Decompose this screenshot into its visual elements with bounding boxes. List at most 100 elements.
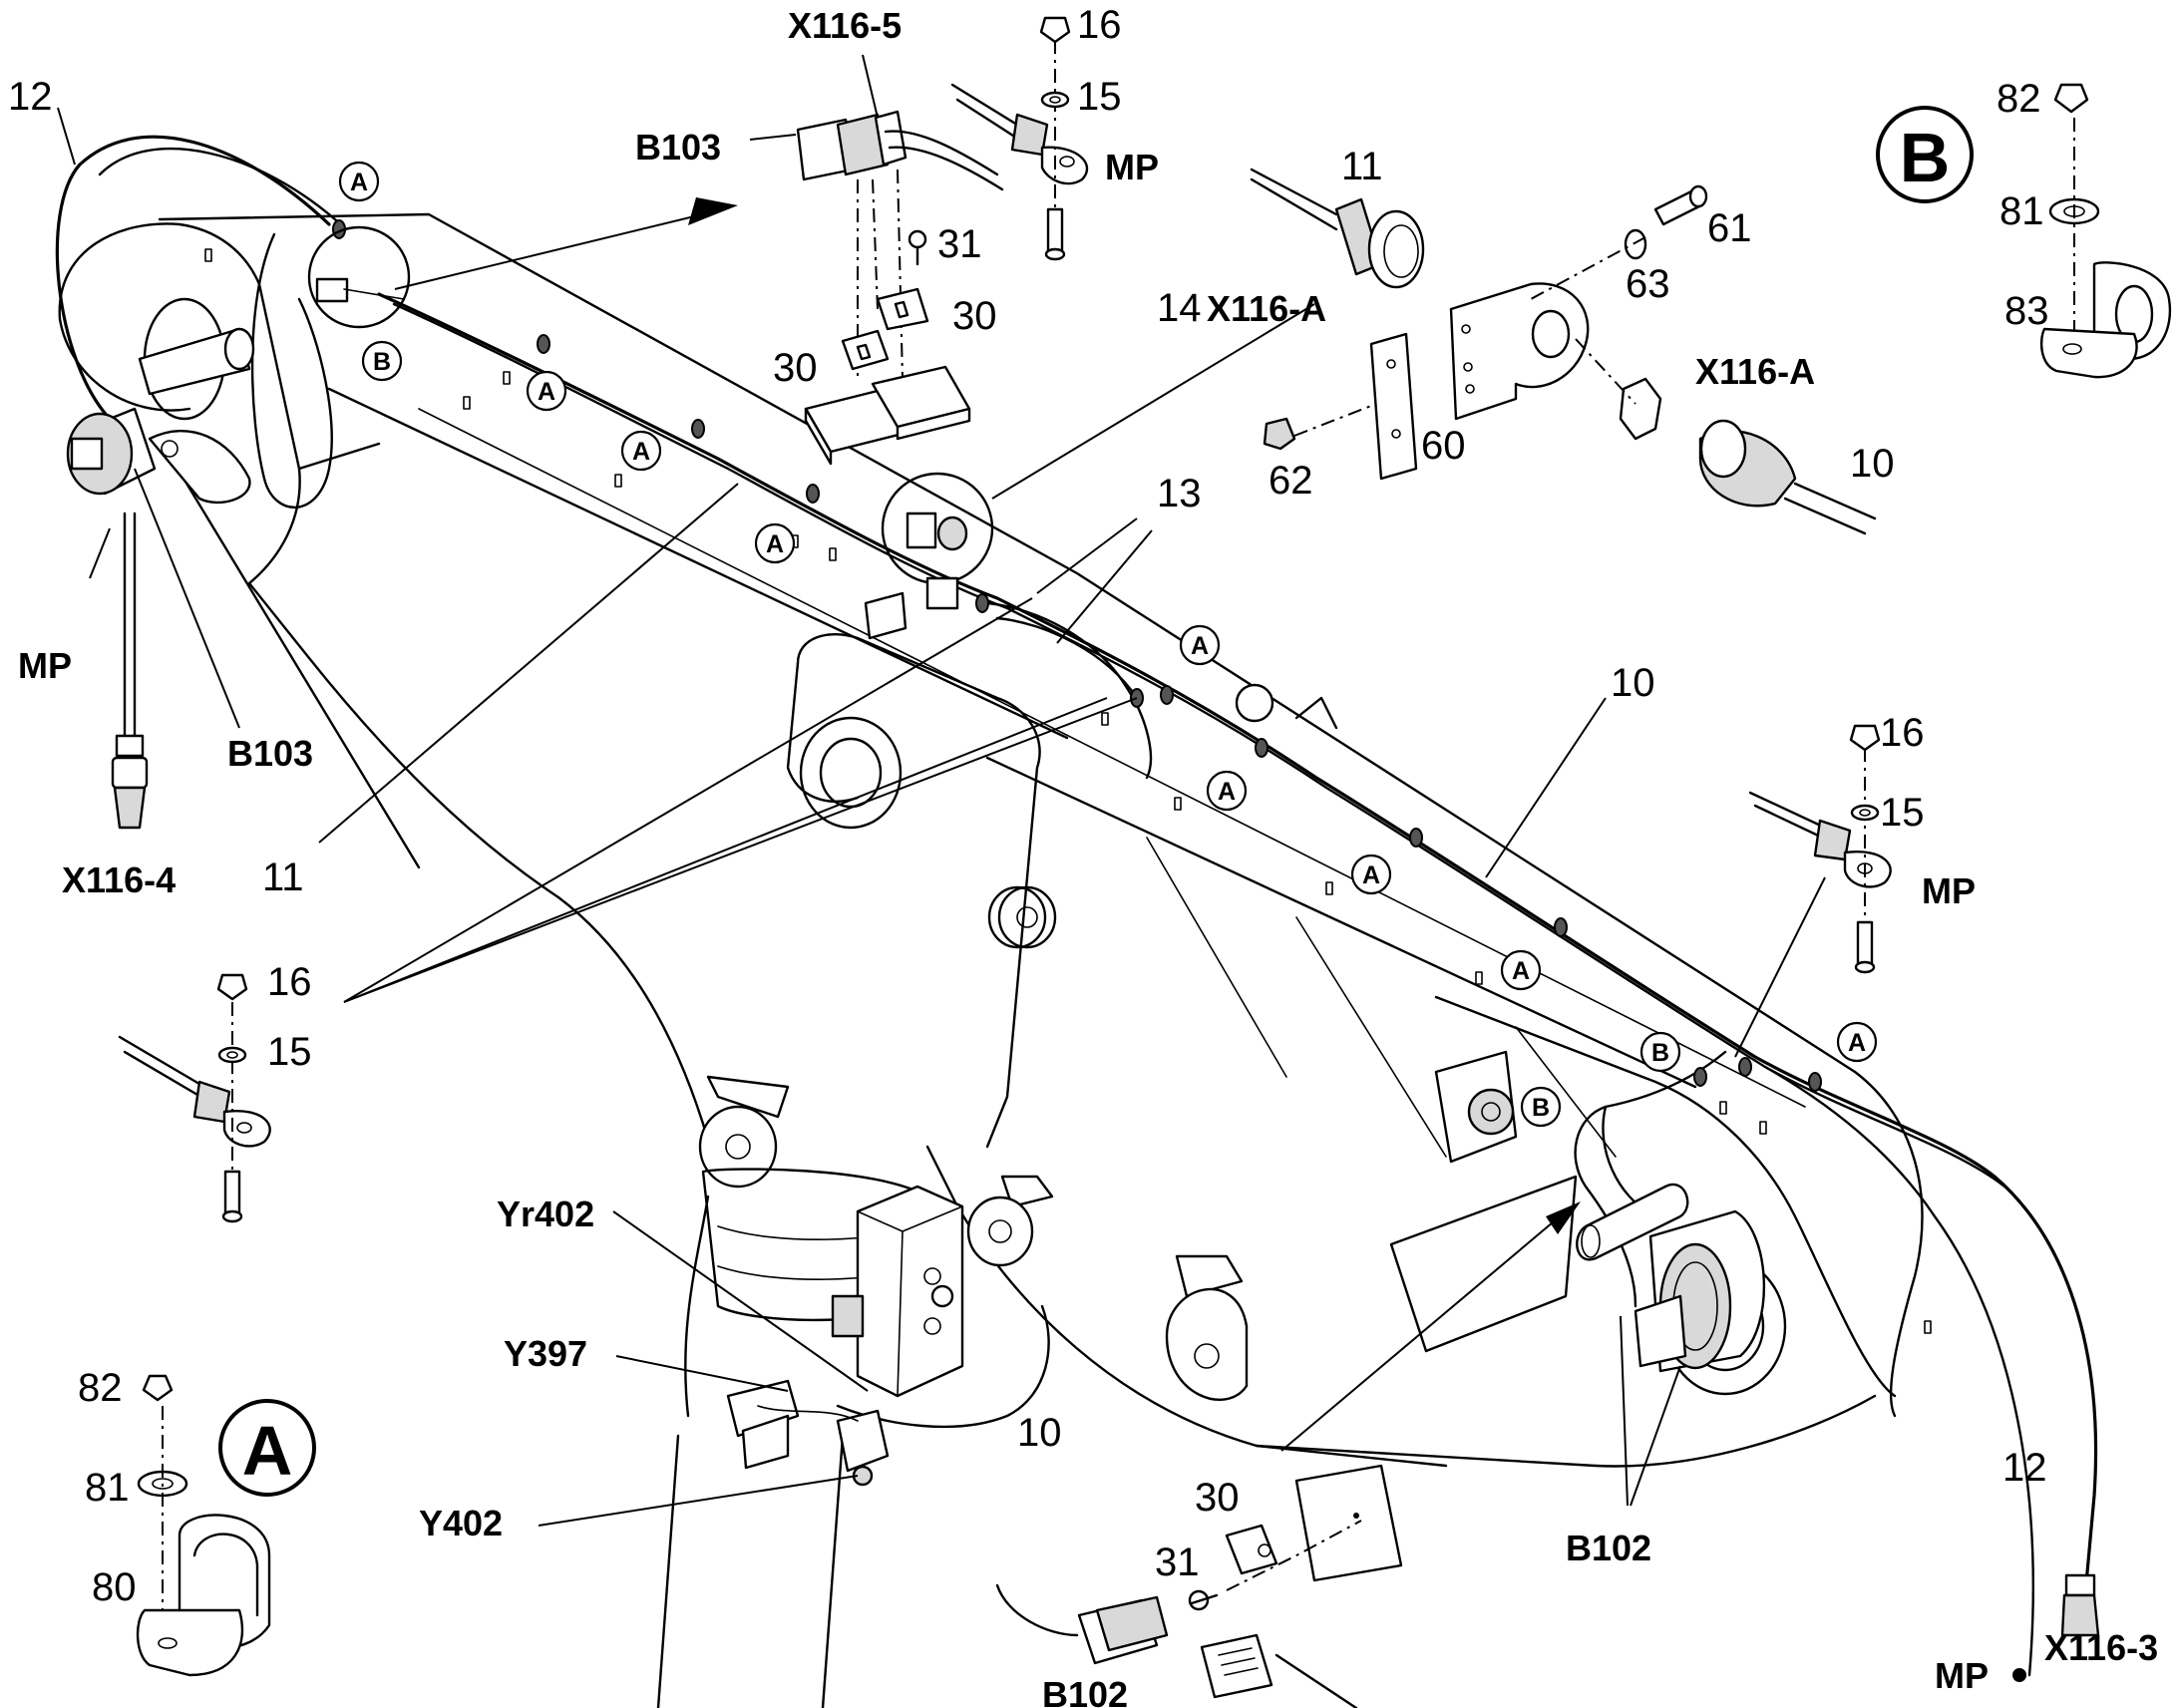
boom-lug-lower — [1165, 1254, 1249, 1401]
clamp-markers: A B A A A A A A A B A B — [338, 161, 1878, 1128]
detail-view-b-label: B — [1876, 106, 1974, 203]
label-62: 62 — [1269, 459, 1313, 503]
label-82-b: 82 — [1997, 77, 2041, 121]
svg-text:A: A — [1848, 1029, 1866, 1057]
svg-text:A: A — [242, 1412, 293, 1490]
washer-15-right — [1850, 804, 1880, 822]
arrow-to-harness-rod — [1546, 1201, 1581, 1234]
label-y402: Y402 — [419, 1503, 503, 1543]
screw-31-top — [908, 229, 927, 266]
label-b103-left: B103 — [227, 733, 313, 774]
svg-text:B: B — [1900, 119, 1951, 196]
svg-text:A: A — [1512, 957, 1530, 985]
mp-lug-left — [118, 973, 271, 1223]
label-31-top: 31 — [937, 222, 982, 266]
svg-text:A: A — [538, 378, 555, 406]
label-11-bottom: 11 — [262, 855, 304, 899]
label-12-bottom: 12 — [2002, 1446, 2047, 1490]
marker-a: A — [754, 522, 796, 564]
label-x116-a-left: X116-A — [1207, 288, 1326, 329]
label-80: 80 — [92, 1565, 137, 1609]
harness-rod-right — [1576, 1183, 1689, 1261]
svg-text:A: A — [1191, 632, 1209, 660]
label-16-right: 16 — [1880, 711, 1925, 755]
label-10-mid: 10 — [1611, 661, 1655, 705]
detail-a-clamp — [136, 1374, 271, 1677]
label-b103-top: B103 — [635, 127, 721, 168]
label-b102-bottom: B102 — [1042, 1674, 1128, 1708]
mp-bottom-end — [2012, 1668, 2026, 1682]
b102-sensor-right — [1634, 1209, 1765, 1373]
label-31-bottom: 31 — [1155, 1540, 1200, 1584]
stud-top — [1044, 207, 1066, 261]
label-mp-bottom: MP — [1935, 1655, 1989, 1696]
boom-structure — [58, 212, 1932, 1708]
label-13: 13 — [1157, 472, 1202, 515]
marker-a: A — [620, 430, 662, 472]
marker-b: B — [1639, 1031, 1681, 1073]
b103-sensor-left — [66, 327, 255, 505]
label-12-top: 12 — [8, 75, 53, 119]
nut-16-right — [1849, 724, 1881, 752]
stud-right — [1854, 920, 1876, 974]
label-10-bottom: 10 — [1017, 1411, 1062, 1455]
label-y397: Y397 — [504, 1333, 587, 1374]
label-60: 60 — [1421, 424, 1466, 468]
arrow-to-x116-5-detail — [688, 197, 738, 225]
x116-5-connector-assembly — [796, 110, 1004, 380]
wiring-harness — [55, 135, 2100, 1708]
label-x116-a-right: X116-A — [1695, 351, 1815, 392]
marker-a: A — [526, 370, 567, 412]
bracket-30-b — [876, 287, 929, 331]
label-83: 83 — [2004, 289, 2049, 333]
marker-a: A — [1179, 624, 1221, 666]
label-15-top: 15 — [1077, 75, 1122, 119]
boom-bolt-holes — [204, 248, 1932, 1334]
svg-text:B: B — [1651, 1039, 1669, 1067]
mp-lug-top — [950, 16, 1089, 261]
pad-30-b — [871, 365, 971, 441]
label-14: 14 — [1157, 286, 1202, 330]
svg-text:B: B — [373, 348, 391, 376]
marker-a: A — [1206, 770, 1248, 812]
mp-lug-right — [1748, 724, 1892, 974]
label-63: 63 — [1626, 262, 1670, 306]
label-mp-right: MP — [1922, 870, 1976, 911]
stud-left — [221, 1170, 243, 1223]
svg-text:B: B — [1532, 1094, 1550, 1122]
detail-circle-x116-5 — [307, 225, 411, 329]
detail-view-a-label: A — [218, 1399, 316, 1497]
x116-a-connector-assembly — [1250, 168, 1877, 535]
marker-a: A — [1836, 1021, 1878, 1063]
label-15-left: 15 — [267, 1030, 312, 1074]
label-mp-top: MP — [1105, 147, 1159, 187]
svg-text:A: A — [632, 438, 650, 466]
label-x116-5: X116-5 — [788, 5, 902, 46]
b-clamp-detail-on-boom — [1434, 1050, 1518, 1164]
label-30-a: 30 — [952, 294, 997, 338]
marker-b: B — [1520, 1086, 1562, 1128]
label-x116-4: X116-4 — [62, 859, 176, 900]
marker-a: A — [1500, 949, 1542, 991]
marker-b: B — [361, 340, 403, 382]
label-16-top: 16 — [1077, 3, 1122, 47]
label-mp-left: MP — [18, 645, 72, 686]
label-x116-3: X116-3 — [2044, 1627, 2158, 1668]
label-61: 61 — [1707, 206, 1752, 250]
marker-a: A — [338, 161, 380, 202]
label-11-top: 11 — [1341, 145, 1383, 188]
washer-15-left — [217, 1046, 247, 1064]
x116-4-plug — [111, 512, 149, 830]
label-b102-right: B102 — [1566, 1528, 1651, 1568]
leader-lines — [57, 54, 1826, 1527]
svg-text:A: A — [1362, 861, 1380, 889]
boom-lug-left — [698, 1075, 790, 1189]
part-labels: 12 X116-5 B103 16 15 MP 31 30 30 11 14 X… — [8, 3, 2158, 1708]
washer-15-top — [1040, 91, 1070, 109]
label-16-left: 16 — [267, 960, 312, 1004]
label-yr402: Yr402 — [497, 1194, 594, 1234]
label-10-right: 10 — [1850, 442, 1895, 486]
boom-lug-middle — [966, 1175, 1054, 1267]
label-81-b: 81 — [1999, 189, 2044, 233]
